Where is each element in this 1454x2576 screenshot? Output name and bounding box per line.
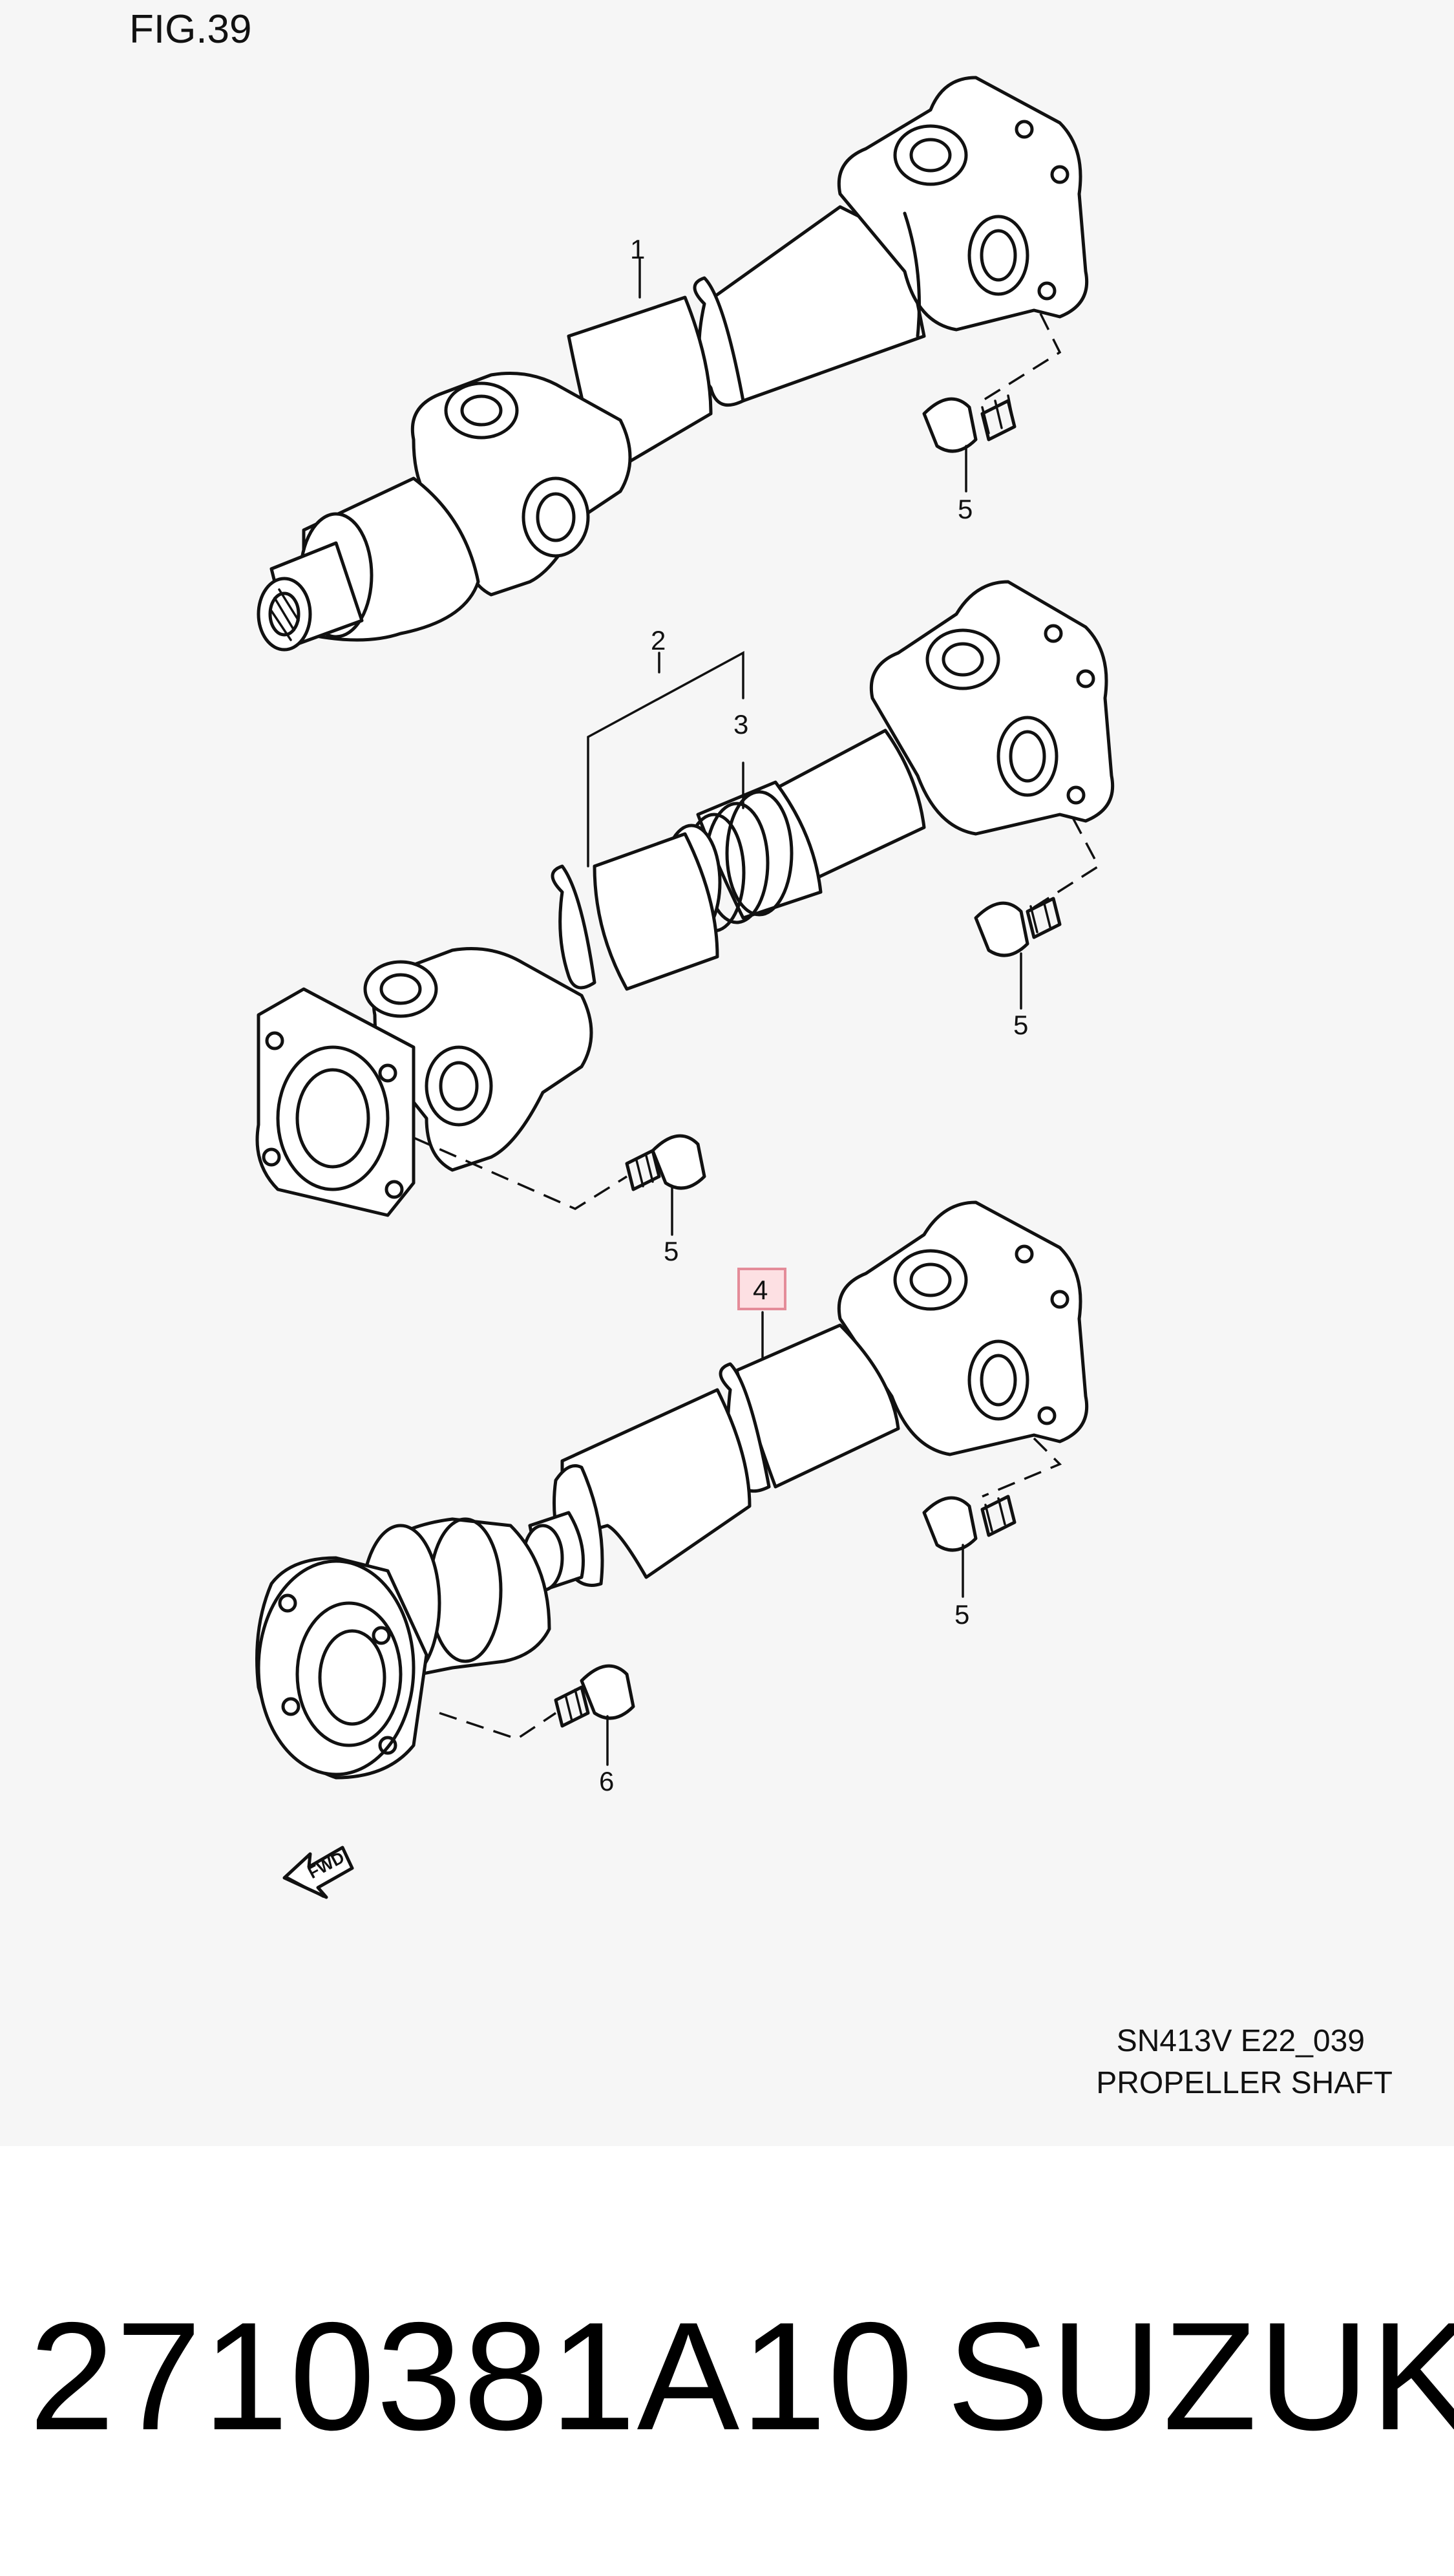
callout-2[interactable]: 2 bbox=[651, 625, 666, 655]
callout-1[interactable]: 1 bbox=[630, 234, 645, 264]
propeller-shaft-4[interactable] bbox=[255, 1200, 1089, 1780]
diagram-title: PROPELLER SHAFT bbox=[1096, 2066, 1393, 2100]
callout-5-shaft4[interactable]: 5 bbox=[954, 1599, 969, 1630]
diagram-panel: 1 2 3 4 5 5 5 5 6 FWD FIG.39 SN413V E22_… bbox=[129, 7, 1393, 2100]
bolt-shaft1-rear[interactable] bbox=[922, 394, 1017, 453]
bolt-shaft2-front[interactable] bbox=[625, 1134, 706, 1191]
bolt-shaft4-rear[interactable] bbox=[922, 1495, 1017, 1552]
callout-4[interactable]: 4 bbox=[753, 1275, 768, 1305]
callout-4-highlight bbox=[737, 1268, 786, 1310]
callout-5-shaft2-rear[interactable]: 5 bbox=[1013, 1010, 1028, 1040]
exploded-parts-diagram: 1 2 3 4 5 5 5 5 6 FWD bbox=[255, 76, 1115, 1899]
part-number: 2710381A10 bbox=[29, 2291, 915, 2462]
fwd-arrow-icon: FWD bbox=[282, 1846, 354, 1899]
propeller-shaft-2[interactable] bbox=[255, 580, 1115, 1217]
propeller-shaft-1[interactable] bbox=[257, 76, 1089, 652]
callout-5-shaft1[interactable]: 5 bbox=[958, 494, 973, 524]
callout-5-shaft2-front[interactable]: 5 bbox=[664, 1236, 679, 1266]
bolt-shaft2-rear[interactable] bbox=[974, 897, 1062, 957]
bolt-6[interactable] bbox=[554, 1664, 635, 1728]
brand-name: SUZUKI bbox=[947, 2291, 1454, 2462]
callout-3[interactable]: 3 bbox=[733, 709, 748, 740]
diagram-code: SN413V E22_039 bbox=[1116, 2024, 1365, 2058]
callout-6[interactable]: 6 bbox=[599, 1766, 614, 1796]
figure-label: FIG.39 bbox=[129, 7, 252, 52]
